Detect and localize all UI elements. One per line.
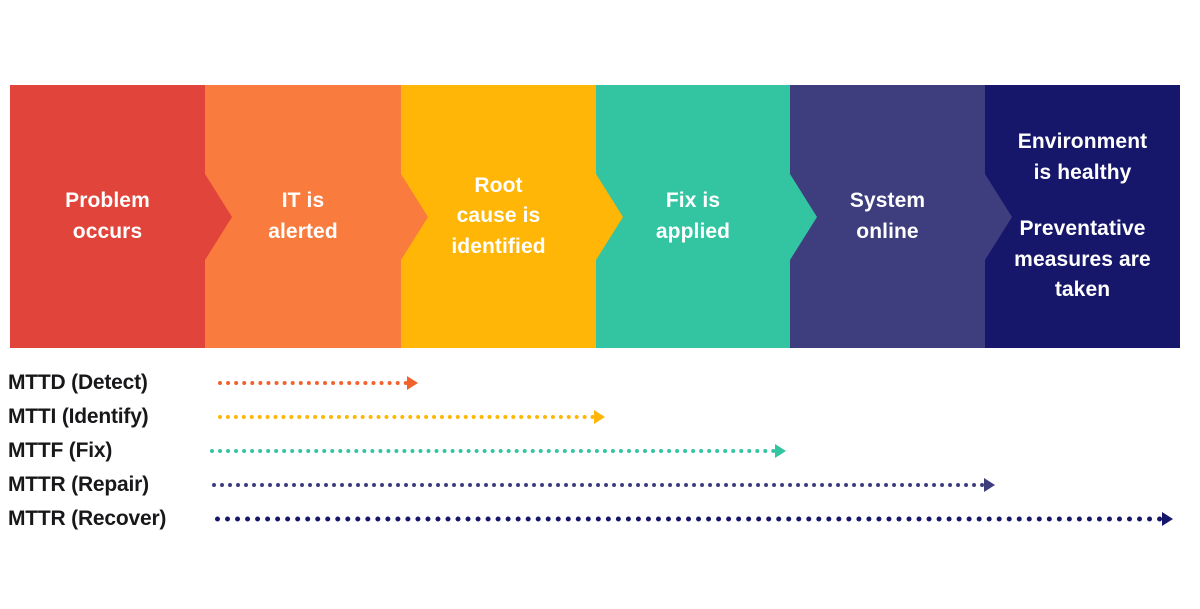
stage-label-line: Root <box>474 173 523 197</box>
stage-label-line: online <box>856 219 919 243</box>
stage-label-paragraph: Problem occurs <box>22 186 193 247</box>
stage-label-paragraph: System online <box>802 186 973 247</box>
metric-duration-arrow <box>210 444 786 458</box>
process-stage-fix-applied: Fix is applied <box>596 85 817 348</box>
stage-label-line: taken <box>1054 278 1111 302</box>
stage-background <box>401 85 596 348</box>
stage-label-paragraph: Root cause is identified <box>413 171 584 262</box>
stage-label-paragraph: IT is alerted <box>217 186 389 247</box>
process-stage-system-online: System online <box>790 85 1012 348</box>
chevron-arrow-icon <box>985 173 1012 260</box>
stage-background <box>205 85 401 348</box>
metric-row-mttf-fix: MTTF (Fix) <box>0 434 1200 468</box>
stage-label: Root cause is identified <box>401 171 596 262</box>
dotted-line <box>215 516 1163 522</box>
stage-label-line: System <box>849 189 926 213</box>
dotted-line <box>210 449 776 453</box>
metric-label: MTTD (Detect) <box>8 371 148 394</box>
stage-label-paragraph: Environment is healthy <box>997 127 1168 188</box>
arrowhead-icon <box>1162 512 1173 526</box>
chevron-arrow-icon <box>205 173 232 260</box>
chevron-arrow-icon <box>790 173 817 260</box>
stage-background <box>985 85 1180 348</box>
metric-row-mtti-identify: MTTI (Identify) <box>0 400 1200 434</box>
dotted-line <box>218 381 408 385</box>
process-band: Problem occurs IT is alerted Root cause is ide… <box>10 85 1180 348</box>
arrowhead-icon <box>407 376 418 390</box>
metric-row-mttr-repair: MTTR (Repair) <box>0 468 1200 502</box>
stage-background <box>10 85 205 348</box>
dotted-line <box>218 415 595 419</box>
metric-label: MTTF (Fix) <box>8 439 113 462</box>
stage-label: IT is alerted <box>205 186 401 247</box>
arrowhead-icon <box>594 410 605 424</box>
stage-label-line: measures are <box>1014 247 1151 271</box>
stage-label: System online <box>790 186 985 247</box>
metric-duration-arrow <box>218 376 418 390</box>
stage-label-line: Problem <box>65 189 150 213</box>
stage-label-line: is healthy <box>1033 160 1132 184</box>
stage-label-paragraph: Preventative measures are taken <box>997 214 1168 305</box>
metric-duration-arrow <box>218 410 605 424</box>
metric-row-mttr-recover: MTTR (Recover) <box>0 502 1200 536</box>
stage-label-line: alerted <box>268 219 338 243</box>
stage-background <box>596 85 790 348</box>
stage-label: Fix is applied <box>596 186 790 247</box>
metrics-legend: MTTD (Detect) MTTI (Identify) MTTF (Fix) MT… <box>0 366 1200 536</box>
metric-duration-arrow <box>212 478 995 492</box>
chevron-arrow-icon <box>596 173 623 260</box>
stage-label-line: Environment <box>1017 130 1148 154</box>
stage-label: Problem occurs <box>10 186 205 247</box>
arrowhead-icon <box>984 478 995 492</box>
process-stage-problem-occurs: Problem occurs <box>10 85 232 348</box>
stage-label-line: identified <box>451 234 546 258</box>
stage-label-line: cause is <box>456 204 541 228</box>
metric-label: MTTI (Identify) <box>8 405 149 428</box>
chevron-arrow-icon <box>401 173 428 260</box>
dotted-line <box>212 483 985 487</box>
arrowhead-icon <box>775 444 786 458</box>
process-stage-it-alerted: IT is alerted <box>205 85 428 348</box>
metric-label: MTTR (Repair) <box>8 473 149 496</box>
stage-label-paragraph: Fix is applied <box>608 186 778 247</box>
stage-label-line: Fix is <box>665 189 721 213</box>
metric-duration-arrow <box>215 512 1173 526</box>
metric-label: MTTR (Recover) <box>8 507 167 530</box>
stage-label-line: applied <box>655 219 731 243</box>
stage-label-line: IT is <box>281 189 325 213</box>
metric-row-mttd-detect: MTTD (Detect) <box>0 366 1200 400</box>
stage-label-line: occurs <box>72 219 143 243</box>
stage-label-line: Preventative <box>1019 217 1146 241</box>
stage-background <box>790 85 985 348</box>
process-stage-root-cause: Root cause is identified <box>401 85 623 348</box>
